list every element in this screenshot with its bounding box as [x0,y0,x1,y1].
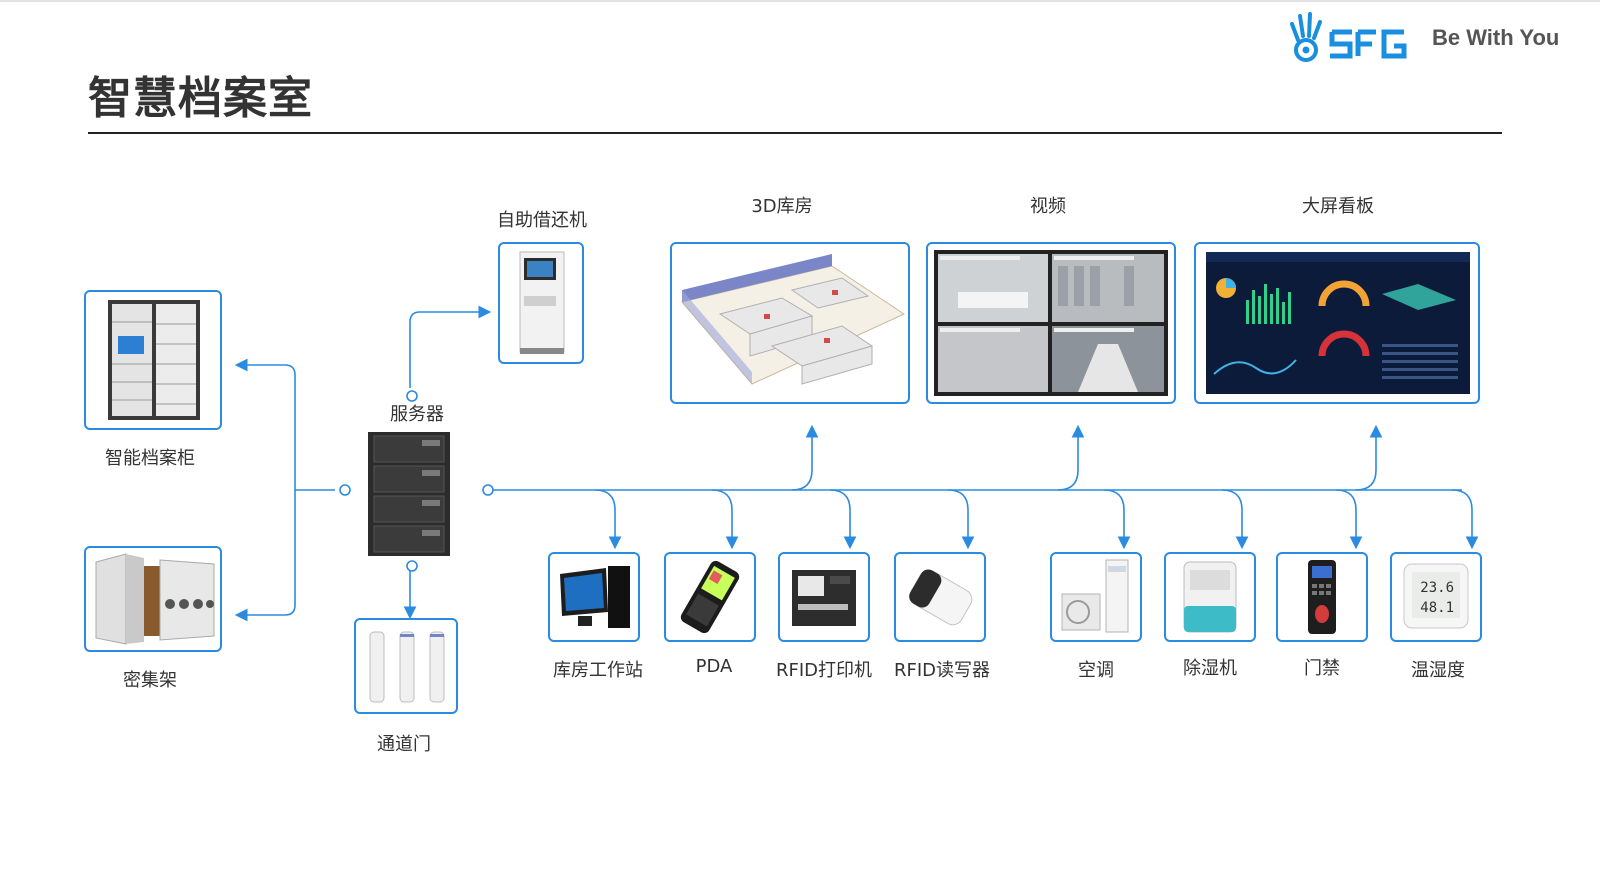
page-title: 智慧档案室 [88,73,313,124]
sfg-logo-icon [1290,12,1407,62]
pda-label: PDA [695,656,733,677]
gate-box[interactable] [354,618,458,714]
security-gate-icon [369,631,445,703]
dashboard-label: 大屏看板 [1302,196,1374,217]
top-divider [0,0,1600,2]
dehumidifier-box[interactable] [1164,552,1256,642]
smart-archive-cabinet-icon [108,300,200,420]
title-underline [88,132,1502,134]
kiosk-label: 自助借还机 [497,210,587,231]
dehumidifier-label: 除湿机 [1183,658,1237,679]
video-surveillance-icon [934,250,1168,396]
air-conditioner-box[interactable] [1050,552,1142,642]
video-label: 视频 [1030,196,1066,217]
brand-slogan: Be With You [1432,25,1560,50]
access-control-box[interactable] [1276,552,1368,642]
server-rack-icon [368,432,450,556]
pda-box[interactable] [664,552,756,642]
dashboard-box[interactable] [1194,242,1480,404]
self-service-kiosk-icon [519,251,565,354]
warehouse-label: 3D库房 [751,196,813,217]
dehumidifier-icon [1183,561,1237,633]
thermo-hygrometer-label: 温湿度 [1411,660,1465,681]
kiosk-box[interactable] [498,242,584,364]
server-node [366,430,456,564]
mobile-shelving-box[interactable] [84,546,222,652]
rfid-reader-label: RFID读写器 [893,660,991,681]
smart-cabinet-label: 智能档案柜 [105,448,195,469]
workstation-box[interactable] [548,552,640,642]
rfid-printer-label: RFID打印机 [775,660,873,681]
humidity-reading: 48.1 [1420,600,1454,616]
dashboard-screen-icon [1206,252,1470,394]
access-control-label: 门禁 [1304,658,1340,679]
thermo-hygrometer-icon: 23.6 48.1 [1403,563,1469,629]
temperature-reading: 23.6 [1420,580,1454,596]
thermo-hygrometer-box[interactable]: 23.6 48.1 [1390,552,1482,642]
rfid-printer-icon [792,570,856,626]
pda-icon [680,560,740,634]
workstation-label: 库房工作站 [553,660,643,681]
3d-warehouse-box[interactable] [670,242,910,404]
air-conditioner-icon [1061,559,1129,633]
mobile-shelving-label: 密集架 [123,670,177,691]
air-conditioner-label: 空调 [1078,660,1114,681]
rfid-reader-icon [909,569,973,626]
video-box[interactable] [926,242,1176,404]
workstation-icon [560,566,630,628]
smart-cabinet-box[interactable] [84,290,222,430]
server-label: 服务器 [390,404,444,425]
mobile-shelving-icon [95,553,215,645]
rfid-printer-box[interactable] [778,552,870,642]
3d-warehouse-icon [681,254,906,385]
brand-logo: Be With You [1288,10,1559,66]
access-control-icon [1308,560,1336,634]
gate-label: 通道门 [377,734,431,755]
rfid-reader-box[interactable] [894,552,986,642]
